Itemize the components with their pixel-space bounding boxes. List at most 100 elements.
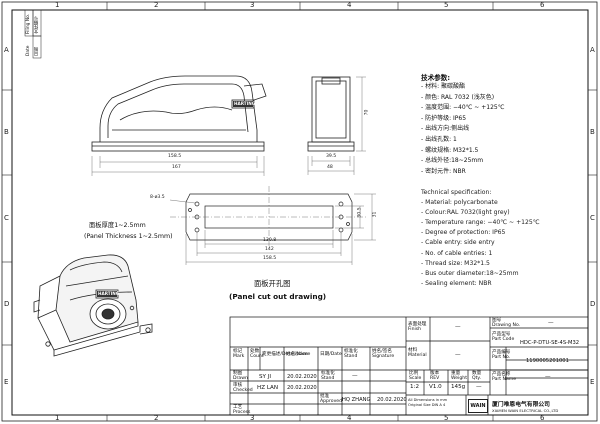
spec-en-item: - Sealing element: NBR — [421, 279, 492, 287]
zone-bottom-5: 5 — [444, 414, 449, 422]
date-label-en: Date — [26, 45, 31, 57]
zone-top-5: 5 — [444, 1, 449, 9]
spec-cn-item: - 密封元件: NBR — [421, 167, 466, 175]
specs-cn: 技术参数: - 材料: 聚碳酸酯 - 颜色: RAL 7032 (浅灰色) - … — [421, 72, 504, 177]
spec-en-item: - Degree of protection: IP65 — [421, 229, 506, 237]
rev-change-header: 变更描述/Description — [262, 352, 309, 357]
dim-side-height: 70 — [364, 109, 370, 116]
zone-right-c: C — [590, 214, 595, 222]
zone-top-6: 6 — [540, 1, 545, 9]
tolerance-note: All Dimensions in mm Original Size DIN A… — [408, 398, 448, 407]
approved-name: HQ ZHANG — [342, 397, 371, 403]
zone-top-4: 4 — [347, 1, 352, 9]
spec-cn-item: - 出线方向:侧出线 — [421, 125, 470, 133]
dim-cutout-w1: 130.8 — [263, 238, 277, 243]
zone-left-a: A — [4, 46, 9, 54]
spec-en-item: - No. of cable entries: 1 — [421, 249, 493, 257]
cutout-title-en: (Panel cut out drawing) — [229, 292, 327, 301]
dim-side-inner: 39.5 — [326, 154, 337, 159]
spec-en-item: - Material: polycarbonate — [421, 199, 498, 207]
rev-value: V1.0 — [429, 384, 442, 390]
material-value: — — [455, 352, 461, 358]
finish-value: — — [455, 324, 461, 330]
dim-cutout-w2: 142 — [265, 247, 274, 252]
part-code-value: HDC-P-DTU-SE-4S-M32 — [520, 340, 580, 346]
zone-bottom-3: 3 — [250, 414, 255, 422]
spec-cn-item: - 总线外径:18~25mm — [421, 157, 484, 165]
zone-bottom-6: 6 — [540, 414, 545, 422]
filing-no-label: 文件编号 — [34, 16, 39, 34]
zone-top-1: 1 — [55, 1, 60, 9]
spec-cn-item: - 螺纹规格: M32*1.5 — [421, 146, 479, 154]
spec-cn-item: - 温度范围: −40℃ ~ +125℃ — [421, 104, 505, 112]
weight-value: 145g — [451, 384, 466, 390]
spec-en-item: - Temperature range: −40℃ ~ +125℃ — [421, 219, 540, 227]
qty-value: — — [476, 384, 482, 390]
brand-tag-iso: HARTING — [98, 291, 120, 296]
specs-en: Technical specification: - Material: pol… — [421, 188, 540, 289]
dim-front-inner: 158.5 — [168, 154, 182, 159]
dim-cutout-hole: 8-ø3.5 — [150, 195, 165, 200]
zone-left-d: D — [4, 300, 10, 308]
part-name-value: — — [545, 374, 551, 380]
part-no-value: 1190005201001 — [526, 358, 569, 364]
zone-left-c: C — [4, 214, 9, 222]
specs-en-title: Technical specification: — [421, 189, 492, 196]
spec-cn-item: - 颜色: RAL 7032 (浅灰色) — [421, 93, 495, 101]
zone-top-2: 2 — [154, 1, 159, 9]
spec-en-item: - Cable entry: side entry — [421, 239, 495, 247]
spec-cn-item: - 材料: 聚碳酸酯 — [421, 83, 466, 90]
drawn-date: 20.02.2020 — [287, 374, 317, 380]
dim-cutout-h2: 31 — [372, 211, 378, 218]
spec-cn-item: - 防护等级: IP65 — [421, 114, 467, 122]
spec-en-item: - Bus outer diameter:18~25mm — [421, 269, 519, 277]
panel-thickness-cn: 面板厚度1~2.5mm — [89, 222, 146, 229]
zone-right-a: A — [590, 46, 595, 54]
filing-no-label-en: Filing No. — [26, 13, 31, 34]
zone-bottom-2: 2 — [154, 414, 159, 422]
drawn-name: SY JI — [259, 374, 272, 380]
zone-bottom-1: 1 — [55, 414, 60, 422]
panel-thickness-en: (Panel Thickness 1~2.5mm) — [84, 233, 173, 240]
zone-left-e: E — [4, 378, 9, 386]
wain-logo: WAIN — [468, 399, 488, 413]
rev-date-header: 日期/Date — [320, 352, 342, 357]
scale-value: 1:2 — [410, 384, 420, 390]
cutout-title-cn: 面板开孔图 — [254, 279, 291, 288]
spec-en-item: - Colour:RAL 7032(light grey) — [421, 209, 510, 217]
spec-en-item: - Thread size: M32*1.5 — [421, 259, 490, 267]
specs-cn-title: 技术参数: — [421, 74, 451, 82]
dim-front-outer: 167 — [172, 165, 181, 170]
drawing-no-value: — — [548, 320, 554, 326]
company-name-en: XIAMEN WAIN ELECTRICAL CO.,LTD — [492, 408, 559, 413]
checked-date: 20.02.2020 — [287, 385, 317, 391]
zone-bottom-4: 4 — [347, 414, 352, 422]
approved-date: 20.02.2020 — [377, 397, 407, 403]
checked-name: HZ LAN — [257, 385, 279, 391]
zone-top-3: 3 — [250, 1, 255, 9]
date-label: 日期 — [34, 47, 39, 56]
std-value: — — [352, 373, 358, 379]
zone-right-b: B — [590, 128, 595, 136]
zone-right-d: D — [590, 300, 596, 308]
